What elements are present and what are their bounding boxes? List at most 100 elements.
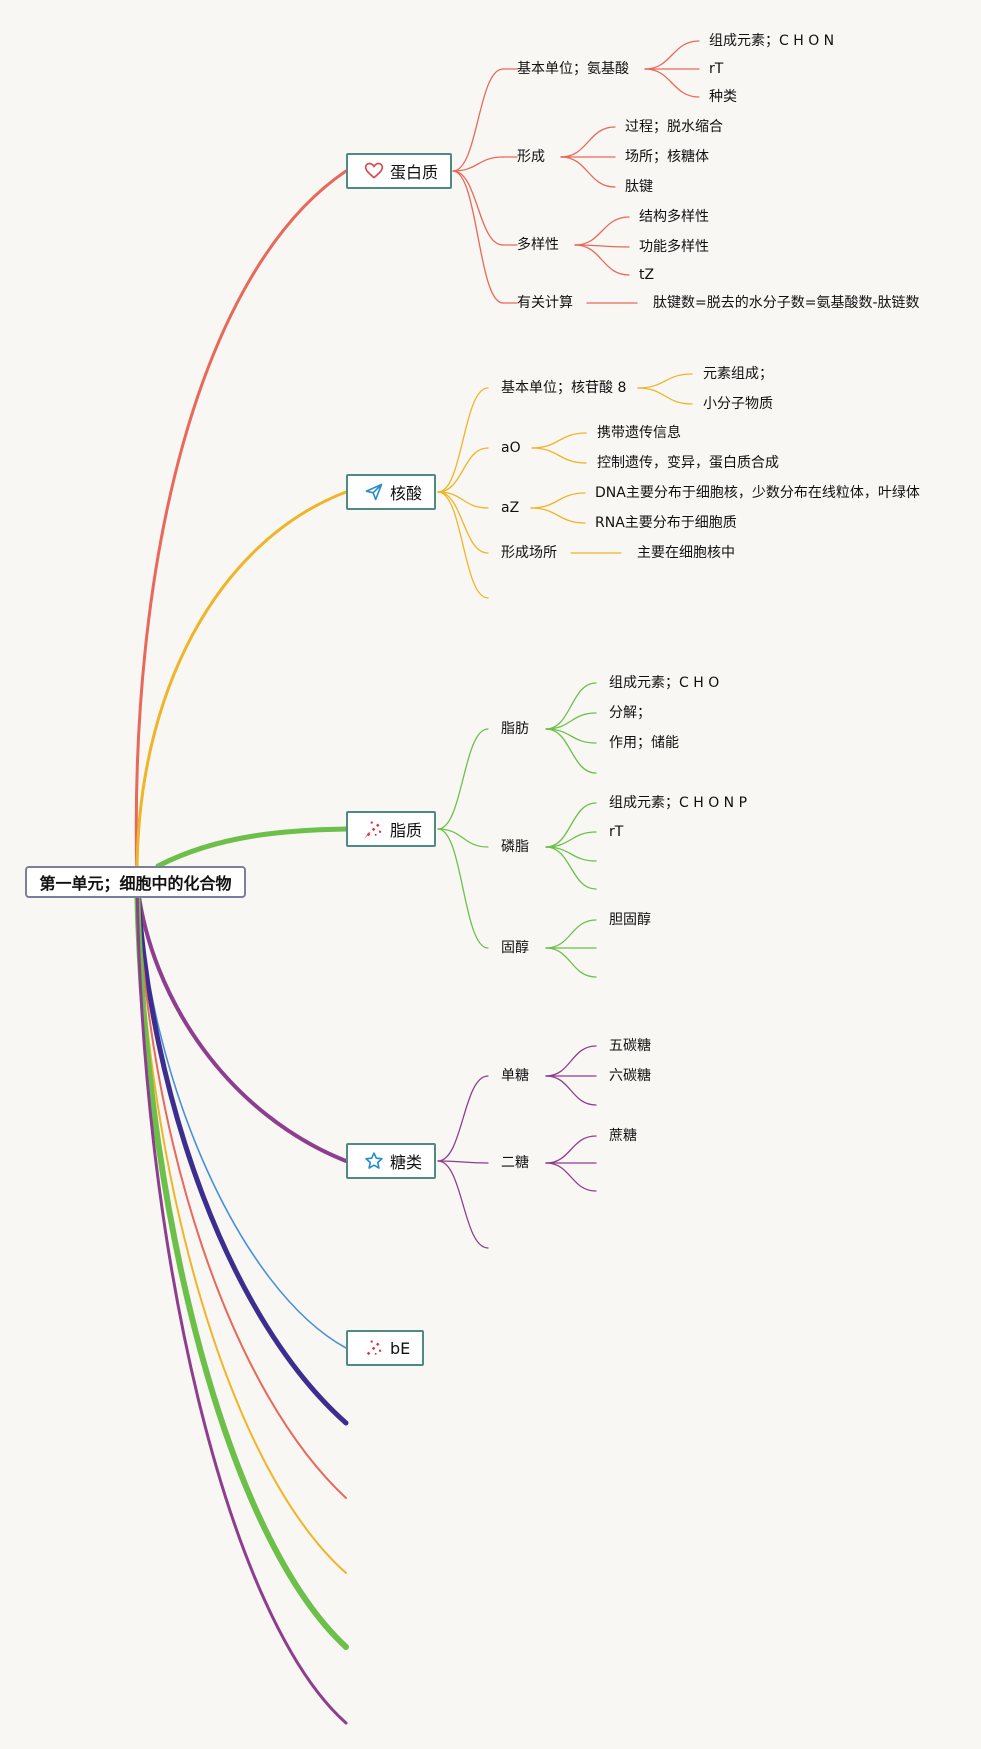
- connector-nucleic-acid: [437, 447, 489, 493]
- connector-nucleic-acid: [437, 491, 489, 509]
- connector-lipid: [545, 802, 597, 848]
- protein-form-item[interactable]: 过程；脱水缩合: [625, 119, 723, 135]
- protein-unit-item[interactable]: 组成元素；C H O N: [709, 33, 835, 49]
- protein-form-item[interactable]: 场所；核糖体: [625, 149, 709, 165]
- sugar-mono[interactable]: 单糖: [501, 1068, 529, 1084]
- connector-protein: [644, 68, 700, 98]
- connector-sugar: [545, 1135, 597, 1164]
- nucleic-az-item[interactable]: RNA主要分布于细胞质: [595, 515, 737, 531]
- connector-protein: [560, 156, 616, 188]
- connector-sugar: [437, 1075, 489, 1162]
- protein-form-item[interactable]: 肽键: [625, 179, 653, 195]
- sugar-di[interactable]: 二糖: [501, 1155, 529, 1171]
- sparkle-icon: [366, 1340, 382, 1356]
- connector-lipid: [437, 828, 489, 949]
- connector-protein: [452, 170, 504, 304]
- connector-protein: [452, 156, 504, 172]
- protein-form[interactable]: 形成: [517, 149, 545, 165]
- connector-sugar: [437, 1160, 489, 1164]
- protein-unit[interactable]: 基本单位；氨基酸: [517, 61, 629, 77]
- protein-unit-item[interactable]: rT: [709, 61, 724, 77]
- protein-calc[interactable]: 有关计算: [517, 295, 573, 311]
- connector-nucleic-acid: [437, 387, 489, 493]
- sugar-di-item[interactable]: 蔗糖: [609, 1128, 637, 1144]
- connector-protein: [452, 170, 504, 246]
- lipid-fat[interactable]: 脂肪: [501, 721, 529, 737]
- lipid-phospholipid-item[interactable]: 组成元素；C H O N P: [609, 795, 748, 811]
- nucleic-unit-item[interactable]: 小分子物质: [703, 396, 773, 412]
- lipid-fat-item[interactable]: 分解；: [609, 705, 651, 721]
- connector-protein: [574, 216, 630, 246]
- lipid-phospholipid[interactable]: 磷脂: [501, 839, 529, 855]
- topic-label: 蛋白质: [390, 163, 439, 182]
- connector-sugar: [545, 1075, 597, 1106]
- topic-sugar[interactable]: 糖类: [346, 1143, 437, 1179]
- topic-protein[interactable]: 蛋白质: [346, 153, 453, 189]
- topic-label: 糖类: [390, 1153, 423, 1172]
- heart-icon: [364, 162, 384, 179]
- connector-protein: [574, 244, 630, 276]
- nucleic-unit-item[interactable]: 元素组成；: [703, 366, 773, 382]
- lipid-fat-item[interactable]: 作用；储能: [609, 735, 679, 751]
- topic-label: 脂质: [390, 821, 423, 840]
- connector-protein: [560, 126, 616, 158]
- nucleic-ao-item[interactable]: 控制遗传，变异，蛋白质合成: [597, 455, 779, 471]
- topic-nucleic-acid[interactable]: 核酸: [346, 474, 437, 510]
- nucleic-site-item[interactable]: 主要在细胞核中: [637, 545, 735, 561]
- protein-unit-item[interactable]: 种类: [709, 89, 737, 105]
- connector-sugar: [437, 1160, 489, 1249]
- connector-nucleic-acid: [437, 491, 489, 554]
- connector-lipid: [437, 828, 489, 848]
- protein-calc-item[interactable]: 肽键数=脱去的水分子数=氨基酸数-肽链数: [653, 295, 920, 311]
- topic-be[interactable]: bE: [346, 1330, 425, 1366]
- star-icon: [365, 1152, 383, 1169]
- nucleic-ao[interactable]: aO: [501, 440, 521, 456]
- connector-nucleic-acid: [637, 373, 693, 389]
- connector-lipid: [545, 728, 597, 774]
- branch-lipid: [155, 826, 349, 869]
- sugar-mono-item[interactable]: 六碳糖: [609, 1068, 651, 1084]
- connector-nucleic-acid: [531, 447, 587, 464]
- topic-label: bE: [390, 1338, 411, 1358]
- branch-protein: [134, 169, 348, 884]
- root-topic-label: 第一单元；细胞中的化合物: [39, 874, 232, 893]
- connector-nucleic-acid: [531, 432, 587, 449]
- nucleic-site[interactable]: 形成场所: [501, 545, 557, 561]
- lipid-sterol-item[interactable]: 胆固醇: [609, 912, 651, 928]
- protein-diversity-item[interactable]: 功能多样性: [639, 239, 709, 255]
- lipid-sterol[interactable]: 固醇: [501, 940, 529, 956]
- nucleic-unit[interactable]: 基本单位；核苷酸 8: [501, 380, 627, 396]
- connector-lipid: [545, 846, 597, 890]
- connector-nucleic-acid: [437, 491, 489, 599]
- root-topic[interactable]: 第一单元；细胞中的化合物: [25, 866, 246, 898]
- connector-lipid: [545, 712, 597, 730]
- connector-nucleic-acid: [530, 507, 586, 524]
- branch-extra: [134, 879, 349, 1426]
- connector-nucleic-acid: [637, 387, 693, 405]
- connector-sugar: [545, 1162, 597, 1192]
- protein-diversity-item[interactable]: 结构多样性: [639, 209, 709, 225]
- nucleic-az[interactable]: aZ: [501, 500, 520, 516]
- lipid-fat-item[interactable]: 组成元素；C H O: [609, 675, 720, 691]
- lipid-phospholipid-item[interactable]: rT: [609, 824, 624, 840]
- connector-lipid: [545, 682, 597, 730]
- connector-protein: [452, 68, 504, 172]
- connector-sugar: [545, 1045, 597, 1077]
- nucleic-az-item[interactable]: DNA主要分布于细胞核，少数分布在线粒体，叶绿体: [595, 485, 920, 501]
- protein-diversity[interactable]: 多样性: [517, 237, 559, 253]
- topic-lipid[interactable]: 脂质: [346, 811, 437, 847]
- protein-diversity-item[interactable]: tZ: [639, 267, 655, 283]
- nucleic-ao-item[interactable]: 携带遗传信息: [597, 425, 681, 441]
- branch-nucleic-acid: [135, 490, 348, 884]
- branch-extra: [136, 881, 347, 1499]
- branch-sugar: [135, 880, 348, 1163]
- sparkle-icon: [364, 821, 382, 839]
- branch-extra: [135, 880, 348, 1725]
- connector-lipid: [545, 919, 597, 949]
- branch-extra: [134, 879, 349, 1650]
- sugar-mono-item[interactable]: 五碳糖: [609, 1038, 651, 1054]
- paper-plane-icon: [365, 483, 383, 501]
- connector-protein: [644, 40, 700, 70]
- connector-lipid: [545, 831, 597, 848]
